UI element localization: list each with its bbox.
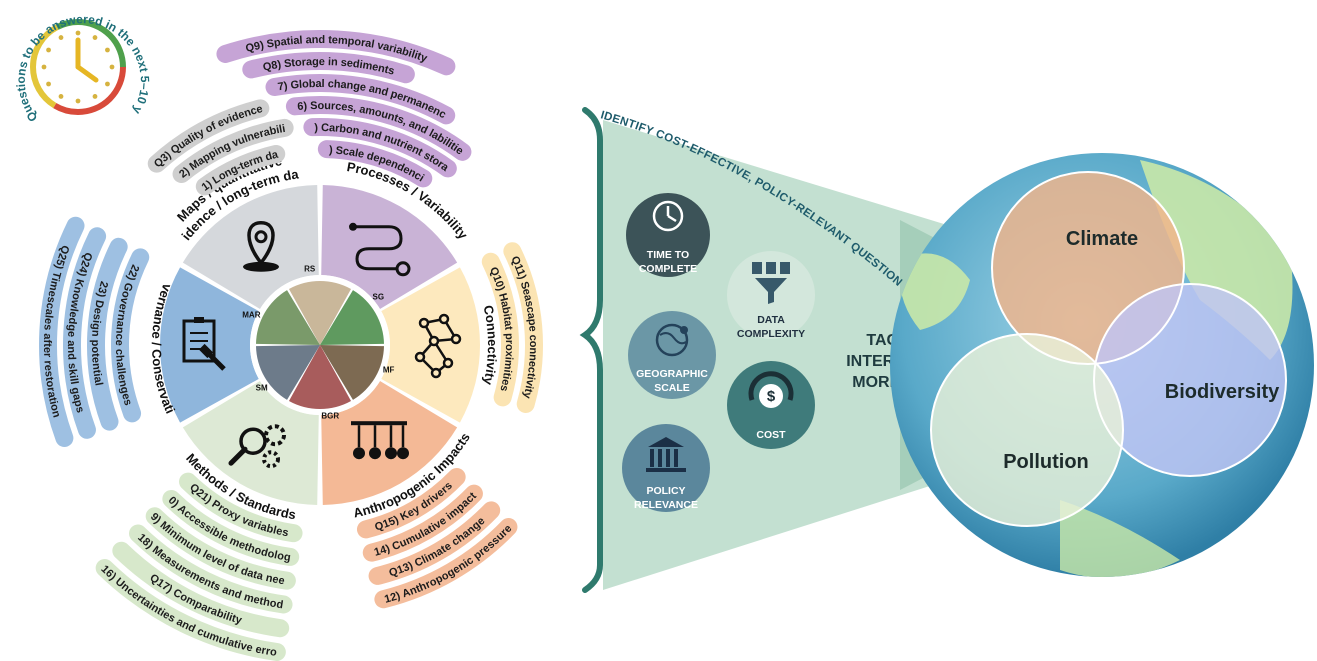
funnel-brace — [579, 107, 603, 593]
question-pill — [145, 507, 296, 590]
clock-ticks — [41, 30, 115, 104]
clock-icon — [652, 200, 684, 232]
wheel-segment-methods — [182, 381, 319, 505]
dollar-gauge-icon: $ — [748, 371, 794, 408]
criterion-data: DATA COMPLEXITY — [727, 251, 815, 340]
criterion-cost-label: COST — [756, 429, 786, 441]
habitat-wedge — [288, 281, 352, 345]
venn-label-pollution: Pollution — [1003, 451, 1089, 473]
question-pill — [368, 501, 501, 585]
habitat-wedge — [256, 345, 320, 400]
question-pill — [374, 518, 518, 609]
criterion-geo: GEOGRAPHIC SCALE — [628, 311, 716, 399]
clock-tick — [105, 47, 110, 53]
clock-tick — [92, 35, 98, 40]
map-pin-icon — [243, 221, 279, 272]
earth-venn: Climate Biodiversity Pollution — [890, 153, 1314, 577]
question-pill — [87, 237, 128, 431]
question-pill — [195, 144, 286, 196]
wheel-segment-anthropogenic — [321, 381, 458, 505]
question-pill — [265, 74, 456, 125]
question-pill — [216, 30, 456, 76]
clock-badge: Questions to be answered in the next 5–1… — [0, 0, 152, 124]
people-impact-icon — [351, 421, 409, 460]
criterion-geo-line2: SCALE — [654, 382, 690, 394]
criterion-cost: $ COST — [727, 361, 815, 449]
question-pill — [285, 96, 472, 161]
clock-tick — [58, 94, 64, 99]
venn-outline-pollution — [930, 333, 1124, 527]
habitat-wedge — [320, 345, 384, 400]
question-pill — [179, 472, 303, 543]
criterion-data-line2: COMPLEXITY — [737, 328, 805, 340]
clock-tick — [109, 64, 115, 70]
clock-ring-green — [30, 19, 126, 115]
winding-path-icon — [349, 222, 411, 277]
question-pill — [129, 524, 293, 614]
criterion-data-line1: DATA — [757, 314, 785, 326]
clock-tick — [92, 94, 98, 99]
habitat-label: BGR — [321, 411, 339, 420]
habitat-wedge — [320, 290, 384, 345]
habitat-label: MF — [383, 366, 395, 375]
habitat-center: RS SG MF BGR SM MAR — [242, 265, 394, 421]
clipboard-gavel-icon — [182, 317, 226, 371]
venn-circle-pollution — [931, 334, 1123, 526]
venn-circle-biodiversity — [1094, 284, 1286, 476]
clock-tick — [75, 30, 81, 36]
wheel-segment-governance — [159, 267, 259, 423]
clock-tick — [75, 98, 81, 104]
venn-label-climate: Climate — [1066, 228, 1138, 250]
clock-tick — [46, 81, 51, 87]
criterion-time-line2: COMPLETE — [639, 263, 697, 275]
habitat-wedge — [288, 345, 352, 409]
habitat-label: MAR — [242, 310, 260, 319]
segment-label-connectivity: Connectivity — [480, 304, 500, 387]
question-pill — [503, 242, 543, 413]
question-pill — [242, 52, 415, 84]
venn-outline-climate — [991, 171, 1185, 365]
question-pill — [147, 99, 270, 173]
habitat-label: SM — [256, 384, 268, 393]
criterion-policy-line1: POLICY — [646, 485, 685, 497]
venn-label-biodiversity: Biodiversity — [1165, 381, 1280, 403]
criterion-time-line1: TIME TO — [647, 249, 689, 261]
svg-text:$: $ — [767, 388, 776, 405]
question-pill — [481, 252, 519, 407]
question-pill — [162, 489, 300, 566]
institution-icon — [646, 437, 686, 472]
clock-tick — [105, 81, 110, 87]
question-pill — [303, 118, 457, 178]
criterion-time-bg — [626, 193, 710, 277]
question-pill — [63, 227, 107, 439]
clock-ring-yellow — [30, 19, 126, 115]
habitat-label: RS — [304, 265, 316, 274]
clock-tick — [41, 64, 47, 70]
question-pill — [95, 558, 286, 661]
question-pill — [317, 140, 433, 188]
venn-outline-biodiversity — [1093, 283, 1287, 477]
question-pill — [356, 467, 466, 539]
question-pill — [172, 118, 294, 184]
globe-pin-icon — [655, 323, 689, 357]
criterion-geo-line1: GEOGRAPHIC — [636, 368, 708, 380]
question-pill — [112, 541, 290, 638]
wheel-segment-processes — [321, 185, 458, 309]
clock-tick — [46, 47, 51, 53]
question-pill — [39, 216, 85, 448]
criterion-time: TIME TO COMPLETE — [626, 193, 710, 277]
criterion-policy: POLICY RELEVANCE — [622, 424, 710, 512]
question-pill — [362, 484, 483, 562]
question-pill — [111, 248, 150, 423]
gears-magnifier-icon — [228, 424, 286, 469]
clock-minute-hand — [75, 64, 99, 83]
criterion-policy-line2: RELEVANCE — [634, 499, 698, 511]
habitat-wedge — [256, 290, 320, 345]
habitat-label: SG — [373, 292, 385, 301]
network-nodes-icon — [414, 313, 462, 379]
data-filter-icon — [752, 262, 790, 304]
clock-tick — [58, 35, 64, 40]
